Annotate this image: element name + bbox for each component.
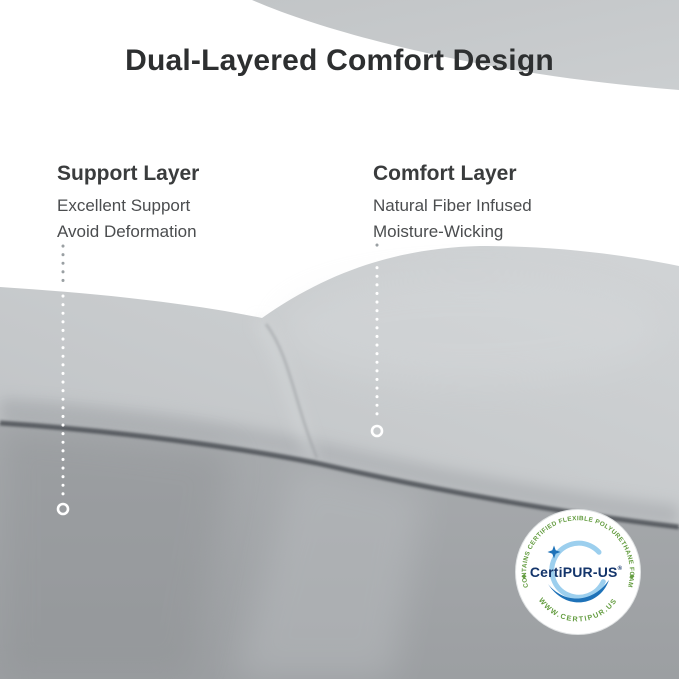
corner-contour-shadow — [264, 323, 319, 459]
support-layer-heading: Support Layer — [57, 162, 200, 185]
support-leader-endpoint — [56, 502, 70, 516]
badge-swoosh-crescent — [548, 580, 609, 603]
comfort-layer-line-1: Natural Fiber Infused — [373, 196, 532, 215]
support-layer-line-1: Excellent Support — [57, 196, 191, 215]
badge-outer-circle — [515, 509, 641, 635]
foam-top-right-corner — [252, 0, 679, 90]
page-title: Dual-Layered Comfort Design — [125, 44, 554, 77]
comfort-layer-callout: Comfort Layer Natural Fiber Infused Mois… — [373, 162, 532, 245]
comfort-layer-line-2: Moisture-Wicking — [373, 222, 504, 241]
surface-highlight — [280, 275, 660, 385]
badge-center-text: CertiPUR-US® — [530, 564, 623, 580]
support-leader-line — [56, 244, 70, 516]
comfort-layer-heading: Comfort Layer — [373, 162, 517, 185]
badge-sparkle-icon — [547, 545, 561, 559]
support-layer-line-2: Avoid Deformation — [57, 222, 197, 241]
comfort-leader-line — [370, 243, 384, 438]
support-layer-callout: Support Layer Excellent Support Avoid De… — [57, 162, 199, 245]
support-side-shadow-left — [0, 425, 232, 679]
badge-swoosh — [547, 540, 609, 603]
comfort-leader-endpoint — [370, 424, 384, 438]
foam-comfort-front-band — [0, 398, 679, 527]
certipur-us-badge: CONTAINS CERTIFIED FLEXIBLE POLYURETHANE… — [512, 506, 644, 643]
support-side-light-band — [235, 462, 425, 679]
badge-diamond-left — [521, 574, 527, 579]
badge-diamond-right — [629, 574, 635, 579]
corner-contour-highlight — [254, 317, 319, 462]
